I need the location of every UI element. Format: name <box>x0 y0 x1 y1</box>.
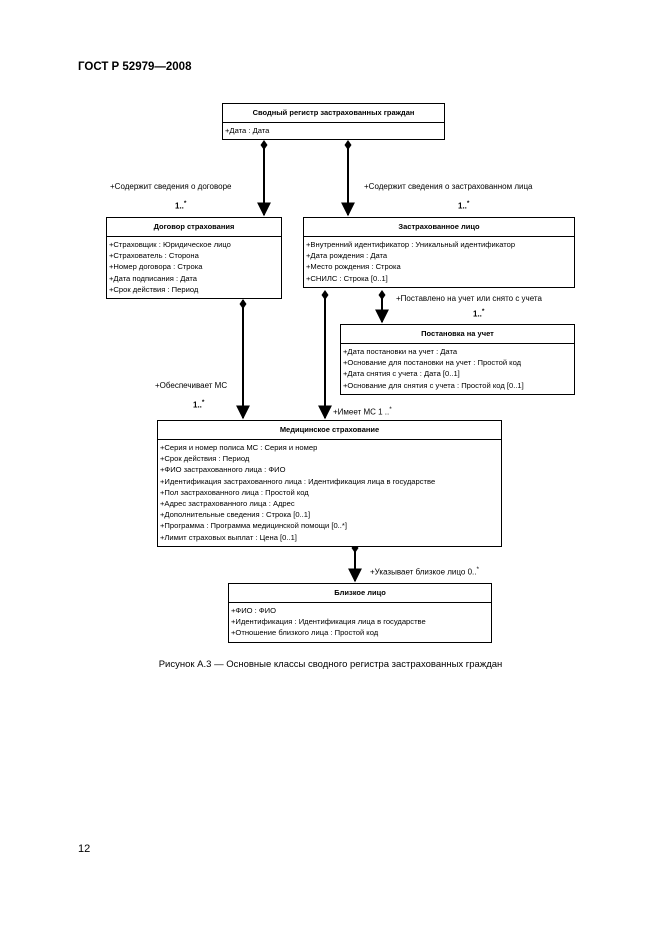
attribute: +Серия и номер полиса МС : Серия и номер <box>160 443 318 452</box>
role-label-contains-insured: +Содержит сведения о застрахованном лица <box>364 182 533 191</box>
attribute-list: +Серия и номер полиса МС : Серия и номер… <box>158 440 501 546</box>
diamond-contract-medical <box>239 299 247 309</box>
class-name: Близкое лицо <box>229 584 491 603</box>
role-label-provides-ms: +Обеспечивает МС <box>155 381 228 390</box>
attribute-list: +Страховщик : Юридическое лицо +Страхова… <box>107 237 281 298</box>
attribute: +ФИО : ФИО <box>231 606 277 615</box>
class-name: Медицинское страхование <box>158 421 501 440</box>
role-label-has-ms: +Имеет МС 1 ..* <box>333 406 392 417</box>
diamond-insured-medical <box>321 290 329 300</box>
attribute: +Дата постановки на учет : Дата <box>343 347 458 356</box>
attribute: +Внутренний идентификатор : Уникальный и… <box>306 240 516 249</box>
class-name: Постановка на учет <box>341 325 574 344</box>
multiplicity-medical: 1..* <box>193 399 205 410</box>
attribute: +Программа : Программа медицинской помощ… <box>160 521 347 531</box>
attribute: +Адрес застрахованного лица : Адрес <box>160 499 295 509</box>
attribute: +Дата подписания : Дата <box>109 273 198 283</box>
attribute: +Дата снятия с учета : Дата [0..1] <box>343 369 460 379</box>
attribute: +Лимит страховых выплат : Цена [0..1] <box>160 532 297 542</box>
attribute: +ФИО застрахованного лица : ФИО <box>160 465 286 475</box>
attribute: +Срок действия : Период <box>109 284 199 294</box>
attribute: +СНИЛС : Строка [0..1] <box>306 273 388 283</box>
class-relative: Близкое лицо +ФИО : ФИО +Идентификация :… <box>228 583 492 643</box>
class-registry: Сводный регистр застрахованных граждан +… <box>222 103 445 141</box>
attribute-list: +ФИО : ФИО +Идентификация : Идентификаци… <box>229 603 491 642</box>
role-label-indicates-relative: +Указывает близкое лицо 0..* <box>370 566 479 577</box>
role-label-contains-contract: +Содержит сведения о договоре <box>110 182 232 191</box>
attribute: +Срок действия : Период <box>160 454 250 464</box>
attribute: +Идентификация застрахованного лица : Ид… <box>160 476 436 486</box>
class-medical-insurance: Медицинское страхование +Серия и номер п… <box>157 420 502 547</box>
attribute: +Место рождения : Строка <box>306 262 401 272</box>
document-header: ГОСТ Р 52979—2008 <box>78 61 192 73</box>
diamond-registry-insured <box>344 140 352 150</box>
multiplicity-registration: 1..* <box>473 308 485 319</box>
attribute: +Пол застрахованного лица : Простой код <box>160 487 309 497</box>
figure-caption: Рисунок А.3 — Основные классы сводного р… <box>158 659 503 670</box>
class-name: Договор страхования <box>107 218 281 237</box>
attribute: +Идентификация : Идентификация лица в го… <box>231 617 426 627</box>
attribute: +Страховщик : Юридическое лицо <box>109 240 231 249</box>
attribute-list: +Дата : Дата <box>223 123 444 139</box>
diamond-insured-registration <box>378 290 386 300</box>
multiplicity-insured: 1..* <box>458 200 470 211</box>
class-registration: Постановка на учет +Дата постановки на у… <box>340 324 575 395</box>
attribute: +Основание для постановки на учет : Прос… <box>343 358 522 368</box>
multiplicity-contract: 1..* <box>175 200 187 211</box>
attribute-list: +Внутренний идентификатор : Уникальный и… <box>304 237 574 287</box>
diamond-registry-contract <box>260 140 268 150</box>
attribute: +Дата рождения : Дата <box>306 251 388 261</box>
attribute: +Страхователь : Сторона <box>109 251 199 261</box>
attribute: +Основание для снятия с учета : Простой … <box>343 380 524 390</box>
attribute: +Отношение близкого лица : Простой код <box>231 628 379 638</box>
attribute-list: +Дата постановки на учет : Дата +Основан… <box>341 344 574 394</box>
class-contract: Договор страхования +Страховщик : Юридич… <box>106 217 282 300</box>
attribute: +Дополнительные сведения : Строка [0..1] <box>160 510 311 520</box>
attribute: +Номер договора : Строка <box>109 262 203 272</box>
class-name: Застрахованное лицо <box>304 218 574 237</box>
class-name: Сводный регистр застрахованных граждан <box>223 104 444 123</box>
page-number: 12 <box>78 843 91 855</box>
role-label-registered: +Поставлено на учет или снято с учета <box>396 294 542 303</box>
class-insured: Застрахованное лицо +Внутренний идентифи… <box>303 217 575 288</box>
attribute: +Дата : Дата <box>225 126 270 135</box>
